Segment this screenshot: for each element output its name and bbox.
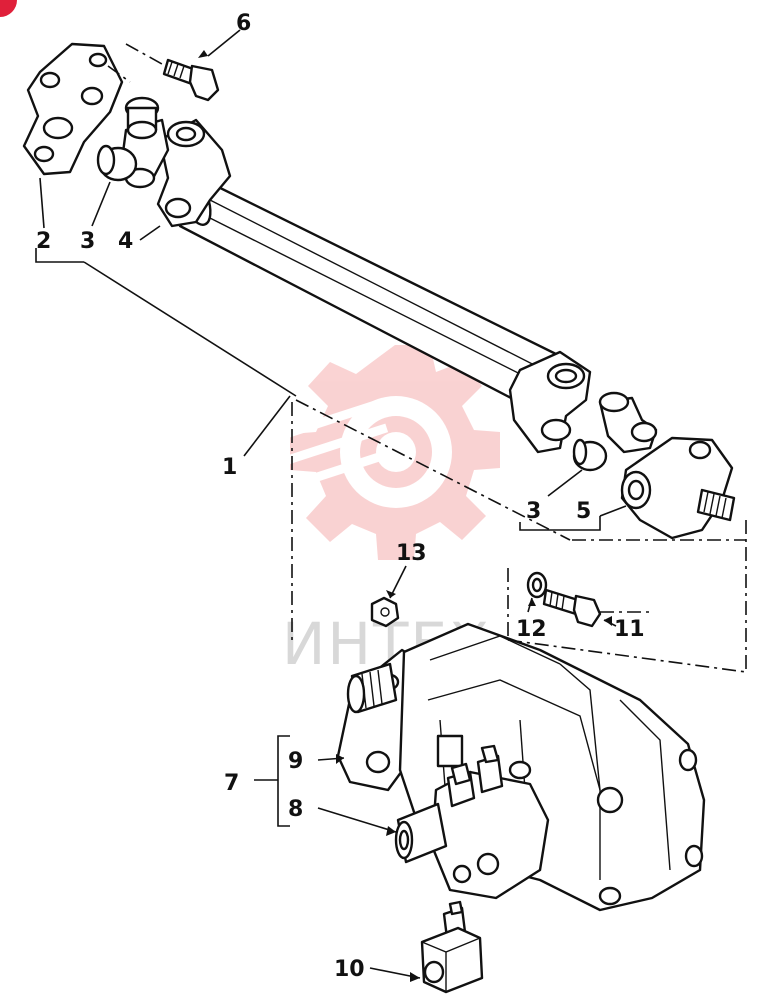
bolt-6 <box>162 58 220 102</box>
callout-1: 1 <box>222 455 237 480</box>
callout-5: 5 <box>576 499 591 524</box>
callout-8: 8 <box>288 797 303 822</box>
splined-yoke <box>620 436 736 540</box>
callout-13: 13 <box>396 541 427 566</box>
bearing-cap-rear <box>572 438 608 472</box>
callout-3-rear: 3 <box>526 499 541 524</box>
bearing-cap-front <box>96 144 138 182</box>
nut-13 <box>370 596 400 628</box>
front-flange-yoke <box>22 42 124 176</box>
rear-spider <box>598 391 658 454</box>
callout-7: 7 <box>224 771 239 796</box>
callout-labels: 1 2 3 3 4 5 6 7 8 9 10 11 12 13 <box>36 11 645 982</box>
corner-marker <box>0 0 17 17</box>
rear-yoke <box>508 350 592 454</box>
solenoid-valve <box>420 900 484 994</box>
callout-11: 11 <box>614 617 645 642</box>
watermark-logo <box>251 345 500 560</box>
valve-body <box>394 744 550 900</box>
washer-12 <box>526 571 548 599</box>
callout-2: 2 <box>36 229 51 254</box>
bolt-11 <box>542 588 602 628</box>
assembly-center-lines <box>107 43 747 673</box>
callout-3-front: 3 <box>80 229 95 254</box>
callout-4: 4 <box>118 229 133 254</box>
callout-leaders <box>35 29 627 982</box>
callout-9: 9 <box>288 749 303 774</box>
callout-6: 6 <box>236 11 251 36</box>
callout-12: 12 <box>516 617 547 642</box>
callout-10: 10 <box>334 957 365 982</box>
front-yoke <box>156 118 232 228</box>
